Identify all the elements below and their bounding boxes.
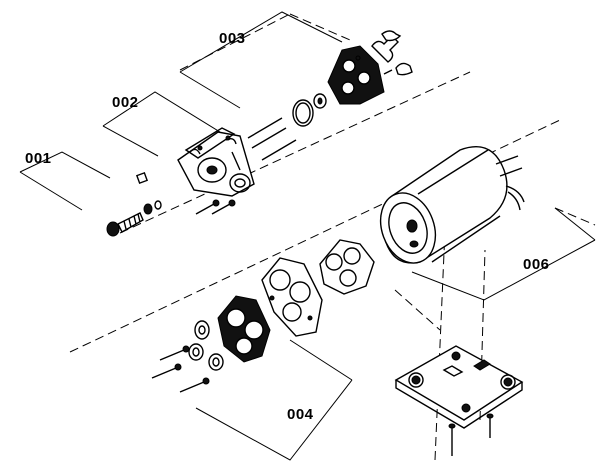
callout-label-003: 003 <box>219 30 246 47</box>
callout-leaders <box>19 11 596 461</box>
diaphragm-screws <box>151 345 210 393</box>
callout-label-004: 004 <box>287 406 314 423</box>
part-006-motor <box>379 146 525 264</box>
mounting-base-plate <box>394 345 524 456</box>
part-002-pump-head <box>177 117 297 215</box>
callout-label-002: 002 <box>112 94 139 111</box>
pump-head-screws <box>195 199 236 215</box>
callout-label-006: 006 <box>523 256 550 273</box>
part-001-fitting-assembly <box>106 171 162 237</box>
part-003-valve-cover <box>292 30 413 127</box>
part-004-diaphragm-assembly <box>151 239 375 393</box>
callout-label-001: 001 <box>25 150 52 167</box>
